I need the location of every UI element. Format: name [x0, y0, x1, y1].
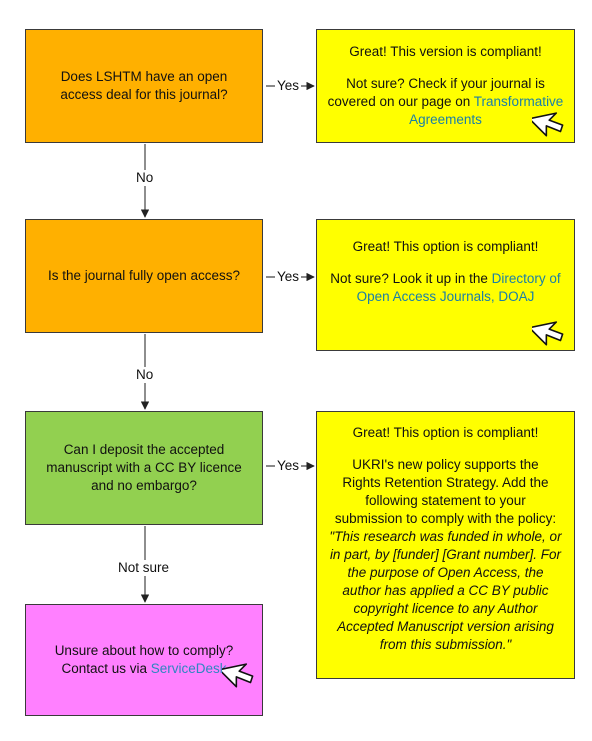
contact-box: Unsure about how to comply? Contact us v… — [25, 604, 263, 716]
transformative-agreements-link[interactable]: Transformative Agreements — [409, 94, 564, 127]
label-yes-2: Yes — [275, 269, 302, 285]
question-box-2: Is the journal fully open access? — [25, 219, 263, 333]
label-no-1: No — [134, 170, 156, 186]
answer-text-2: Not sure? Look it up in the — [330, 271, 492, 286]
question-text-3: Can I deposit the accepted manuscript wi… — [46, 442, 242, 493]
question-text-2: Is the journal fully open access? — [47, 268, 241, 283]
label-not-sure: Not sure — [116, 560, 172, 576]
servicedesk-link[interactable]: ServiceDesk — [150, 661, 227, 676]
answer-title-3: Great! This option is compliant! — [352, 425, 539, 440]
rights-retention-statement: "This research was funded in whole, or i… — [329, 529, 562, 652]
contact-text-line1: Unsure about how to comply? — [54, 643, 234, 658]
doaj-link[interactable]: Directory of Open Access Journals, DOAJ — [356, 271, 561, 304]
label-no-2: No — [134, 367, 156, 383]
answer-title-2: Great! This option is compliant! — [352, 239, 539, 254]
cursor-icon — [222, 663, 254, 688]
answer-text-1: Not sure? Check if your journal is cover… — [327, 76, 545, 109]
label-yes-1: Yes — [275, 78, 302, 94]
question-box-3: Can I deposit the accepted manuscript wi… — [25, 411, 263, 525]
label-yes-3: Yes — [275, 458, 302, 474]
question-text-1: Does LSHTM have an open access deal for … — [60, 69, 228, 102]
answer-box-3: Great! This option is compliant! UKRI's … — [316, 411, 575, 679]
question-box-1: Does LSHTM have an open access deal for … — [25, 29, 263, 143]
cursor-icon — [532, 321, 564, 346]
cursor-icon — [532, 112, 564, 137]
answer-text-3: UKRI's new policy supports the Rights Re… — [334, 457, 557, 526]
answer-box-1: Great! This version is compliant! Not su… — [316, 29, 575, 143]
contact-text: Contact us via — [61, 661, 151, 676]
answer-title-1: Great! This version is compliant! — [349, 44, 542, 59]
